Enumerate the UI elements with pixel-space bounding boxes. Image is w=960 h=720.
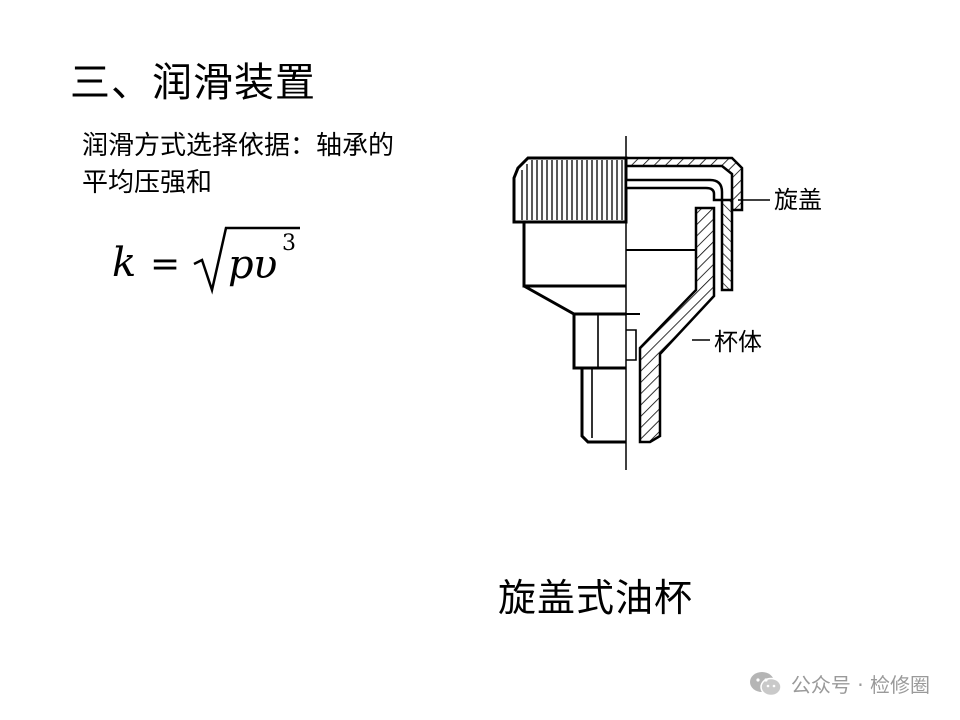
label-cap: 旋盖 xyxy=(774,186,822,214)
formula-p: p xyxy=(228,242,254,288)
slide-description: 润滑方式选择依据：轴承的平均压强和 xyxy=(82,131,395,198)
formula-exponent: 3 xyxy=(282,231,296,256)
slide-title: 三、润滑装置 xyxy=(70,60,316,106)
formula-equals: = xyxy=(150,244,180,285)
watermark-text: 公众号 · 检修圈 xyxy=(790,673,930,697)
formula: k = p υ 3 xyxy=(112,220,332,300)
formula-v: υ xyxy=(253,242,277,288)
formula-lhs: k xyxy=(112,240,136,286)
cup-exterior-view xyxy=(512,156,628,444)
label-body: 杯体 xyxy=(714,328,762,356)
sqrt-sign xyxy=(193,226,300,295)
cup-section-view xyxy=(624,156,744,444)
watermark: 公众号 · 检修圈 xyxy=(749,669,930,698)
wechat-icon xyxy=(749,671,782,696)
drawing-caption: 旋盖式油杯 xyxy=(498,576,694,620)
oil-cup-drawing: 旋盖 杯体 xyxy=(470,100,880,480)
